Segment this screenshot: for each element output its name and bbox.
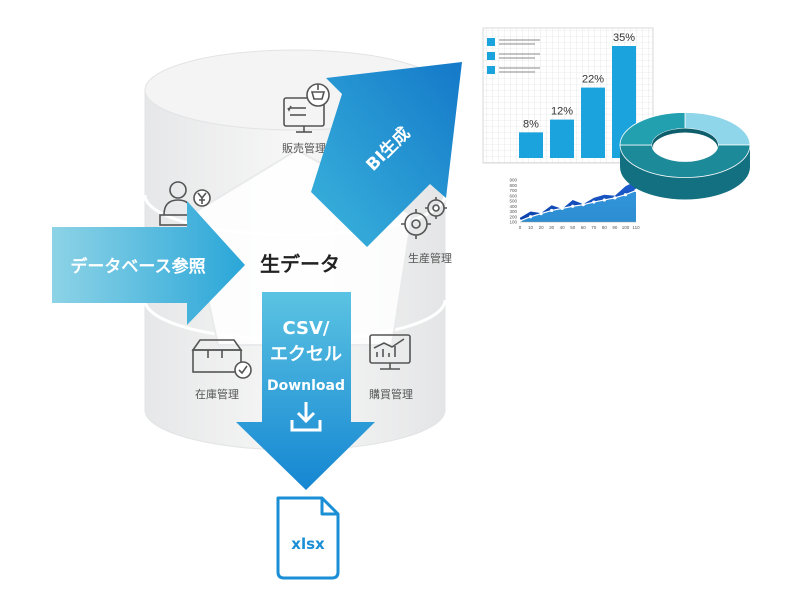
bi-generation-arrow: BI生成 — [311, 62, 462, 247]
y-tick-label: 800 — [509, 183, 517, 188]
donut-side — [620, 145, 750, 200]
person-yen-icon — [159, 181, 211, 226]
x-tick-label: 80 — [602, 225, 608, 230]
data-point — [539, 212, 543, 216]
production-module: 生産管理 — [401, 197, 452, 265]
bar-chart-legend — [487, 38, 540, 74]
data-point — [571, 204, 575, 208]
csv-excel-download-arrow: CSV/ エクセル Download — [236, 292, 375, 490]
excel-label: エクセル — [270, 344, 342, 365]
x-tick-label: 110 — [632, 225, 640, 230]
data-point — [623, 193, 628, 197]
xlsx-label: xlsx — [291, 535, 325, 553]
data-point — [581, 203, 585, 207]
sales-label: 販売管理 — [282, 141, 326, 155]
y-tick-label: 200 — [509, 214, 517, 219]
legend-swatch — [487, 38, 495, 46]
line-series — [519, 189, 637, 222]
y-tick-label: 400 — [509, 204, 517, 209]
x-tick-label: 90 — [612, 225, 618, 230]
monitor-chart-icon — [369, 334, 411, 370]
y-tick-label: 900 — [509, 178, 517, 183]
bar-data-label: 12% — [551, 106, 573, 118]
production-label: 生産管理 — [408, 251, 452, 265]
x-tick-label: 50 — [570, 225, 576, 230]
data-point — [613, 196, 617, 200]
inventory-label: 在庫管理 — [195, 387, 239, 401]
data-point — [592, 200, 596, 204]
inventory-module: 在庫管理 — [191, 339, 252, 401]
bar — [581, 87, 605, 158]
y-tick-label: 600 — [509, 193, 517, 198]
data-point — [560, 206, 564, 210]
bar-data-label: 35% — [613, 32, 635, 44]
y-tick-label: 300 — [509, 209, 517, 214]
gears-icon — [401, 197, 447, 239]
legend-swatch — [487, 66, 495, 74]
donut-hole-wall — [652, 128, 718, 149]
xlsx-file-icon: xlsx — [276, 496, 340, 580]
x-tick-label: 10 — [528, 225, 534, 230]
data-point — [528, 215, 533, 219]
x-tick-label: 70 — [591, 225, 597, 230]
purchasing-label: 購買管理 — [369, 387, 413, 401]
center-label: 生データ — [260, 252, 340, 276]
csv-label: CSV/ — [282, 318, 329, 339]
box-check-icon — [191, 339, 252, 379]
bar-data-label: 22% — [582, 74, 604, 86]
download-label: Download — [267, 378, 345, 394]
donut-chart — [619, 112, 751, 200]
y-tick-label: 100 — [509, 220, 517, 225]
x-tick-label: 60 — [581, 225, 587, 230]
donut-slice — [619, 144, 751, 178]
legend-swatch — [487, 52, 495, 60]
sales-module: 販売管理 — [282, 83, 330, 155]
bar — [519, 132, 543, 158]
data-point — [550, 208, 554, 213]
database-reference-arrow: データベース参照 — [52, 201, 245, 325]
bar — [550, 119, 574, 158]
download-icon — [290, 402, 322, 432]
bar-data-label: 8% — [523, 118, 539, 130]
purchasing-module: 購買管理 — [369, 334, 413, 401]
x-tick-label: 100 — [622, 225, 630, 230]
donut-slice — [684, 112, 751, 146]
x-tick-label: 40 — [560, 225, 566, 230]
monitor-cart-icon — [283, 83, 330, 133]
data-point — [602, 198, 606, 202]
y-tick-label: 500 — [509, 199, 517, 204]
x-tick-label: 30 — [549, 225, 555, 230]
x-tick-label: 20 — [539, 225, 545, 230]
data-point — [634, 188, 638, 193]
database-reference-label: データベース参照 — [70, 256, 205, 277]
area-series — [520, 190, 636, 222]
y-tick-label: 700 — [509, 188, 517, 193]
x-tick-label: 0 — [519, 225, 522, 230]
